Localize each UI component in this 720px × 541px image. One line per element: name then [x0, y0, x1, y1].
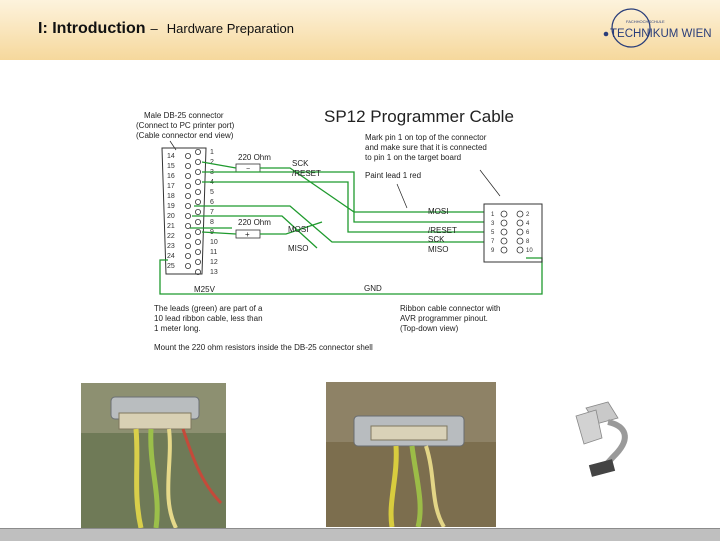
mosi-label: MOSI	[288, 225, 308, 234]
photo-finished-cable	[546, 388, 636, 480]
header-mosi-label: MOSI	[428, 207, 448, 216]
pin-label: 23	[167, 243, 175, 250]
db25-note-line3: (Cable connector end view)	[136, 131, 234, 140]
pin-label: 1	[210, 149, 214, 156]
pin-label: 13	[210, 269, 218, 276]
db25-note-line2: (Connect to PC printer port)	[136, 121, 235, 130]
r2-mark: +	[245, 230, 250, 239]
r1-label: 220 Ohm	[238, 153, 271, 162]
mount-note: Mount the 220 ohm resistors inside the D…	[154, 343, 373, 352]
ribbon-note-line1: Ribbon cable connector with	[400, 304, 501, 313]
pin-label: 5	[210, 189, 214, 196]
header-miso-label: MISO	[428, 245, 448, 254]
paint-note: Paint lead 1 red	[365, 171, 421, 180]
pin-label: 6	[210, 199, 214, 206]
header-pin-label: 10	[526, 248, 533, 254]
leads-note-line1: The leads (green) are part of a	[154, 304, 263, 313]
pin1-note-line3: to pin 1 on the target board	[365, 153, 461, 162]
header-pin-label: 1	[491, 212, 495, 218]
pin-label: 12	[210, 259, 218, 266]
wire-miso	[194, 205, 484, 243]
slide-subtitle: Hardware Preparation	[166, 21, 294, 36]
photo-db25-wiring-back	[326, 382, 496, 527]
wire-pin8	[201, 231, 237, 235]
header-pins	[500, 210, 524, 254]
logo-text: TECHNIKUM WIEN	[610, 28, 712, 40]
wire-mosi-stub	[260, 221, 323, 235]
header-pin-label: 6	[526, 230, 530, 236]
header-reset-label: /RESET	[428, 226, 457, 235]
slide-title: I: Introduction–Hardware Preparation	[38, 20, 294, 38]
m25v-label: M25V	[194, 285, 216, 294]
pin-label: 15	[167, 163, 175, 170]
pin-label: 17	[167, 183, 175, 190]
pin-label: 2	[210, 159, 214, 166]
slide-footer-bar	[0, 528, 720, 541]
pin-label: 10	[210, 239, 218, 246]
wire-misc	[192, 215, 318, 249]
ribbon-header	[483, 203, 543, 263]
header-pin-label: 9	[491, 248, 495, 254]
db25-right-pins	[195, 149, 202, 275]
db25-shell	[161, 147, 207, 275]
wire-pin2	[201, 161, 237, 169]
ribbon-note-line3: (Top-down view)	[400, 324, 459, 333]
pin1-pointer	[479, 169, 501, 197]
pin-label: 18	[167, 193, 175, 200]
header-pin-label: 4	[526, 221, 530, 227]
header-pin-label: 7	[491, 239, 495, 245]
logo-small-text: FACHHOCHSCHULE	[626, 19, 665, 24]
photo-db25-wiring-front	[81, 383, 226, 528]
pin1-note-line1: Mark pin 1 on top of the connector	[365, 133, 487, 142]
pin-label: 11	[210, 249, 217, 256]
header-pin-label: 2	[526, 212, 530, 218]
section-title: I: Introduction	[38, 20, 146, 37]
pin-label: 20	[167, 213, 175, 220]
pin-label: 16	[167, 173, 175, 180]
pin-label: 22	[167, 233, 175, 240]
pin-label: 24	[167, 253, 175, 260]
pin-label: 8	[210, 219, 214, 226]
pin-label: 21	[167, 223, 175, 230]
wire-sck-to-mosi	[260, 167, 484, 213]
pin-label: 19	[167, 203, 175, 210]
wire-reset	[202, 171, 484, 223]
ribbon-note-line2: AVR programmer pinout.	[400, 314, 488, 323]
leads-note-line2: 10 lead ribbon cable, less than	[154, 314, 263, 323]
pin1-note-line2: and make sure that it is connected	[365, 143, 487, 152]
sck-label: SCK	[292, 159, 309, 168]
diagram-title: SP12 Programmer Cable	[324, 107, 514, 126]
slide-header: I: Introduction–Hardware Preparation FAC…	[0, 0, 720, 60]
db25-left-pins	[185, 153, 192, 269]
header-pin-label: 3	[491, 221, 495, 227]
wire-gnd	[159, 257, 543, 295]
db25-note-line1: Male DB-25 connector	[144, 111, 224, 120]
header-pin-label: 5	[491, 230, 495, 236]
miso-label: MISO	[288, 244, 308, 253]
pin-label: 7	[210, 209, 214, 216]
leads-note-line3: 1 meter long.	[154, 324, 201, 333]
technikum-wien-logo: FACHHOCHSCHULE TECHNIKUM WIEN	[603, 8, 712, 48]
pin-label: 25	[167, 263, 175, 270]
green-wires	[159, 161, 543, 295]
pin-label: 14	[167, 153, 175, 160]
sp12-cable-diagram: SP12 Programmer Cable Male DB-25 connect…	[122, 96, 562, 358]
r1-mark: −	[246, 166, 250, 173]
header-pin-label: 8	[526, 239, 530, 245]
reset-label: /RESET	[292, 169, 321, 178]
paint-pointer	[396, 183, 408, 209]
gnd-label: GND	[364, 284, 382, 293]
title-dash: –	[150, 21, 158, 36]
header-sck-label: SCK	[428, 235, 445, 244]
wire-sck	[202, 181, 484, 233]
db25-note-pointer	[169, 140, 177, 151]
r2-label: 220 Ohm	[238, 218, 271, 227]
